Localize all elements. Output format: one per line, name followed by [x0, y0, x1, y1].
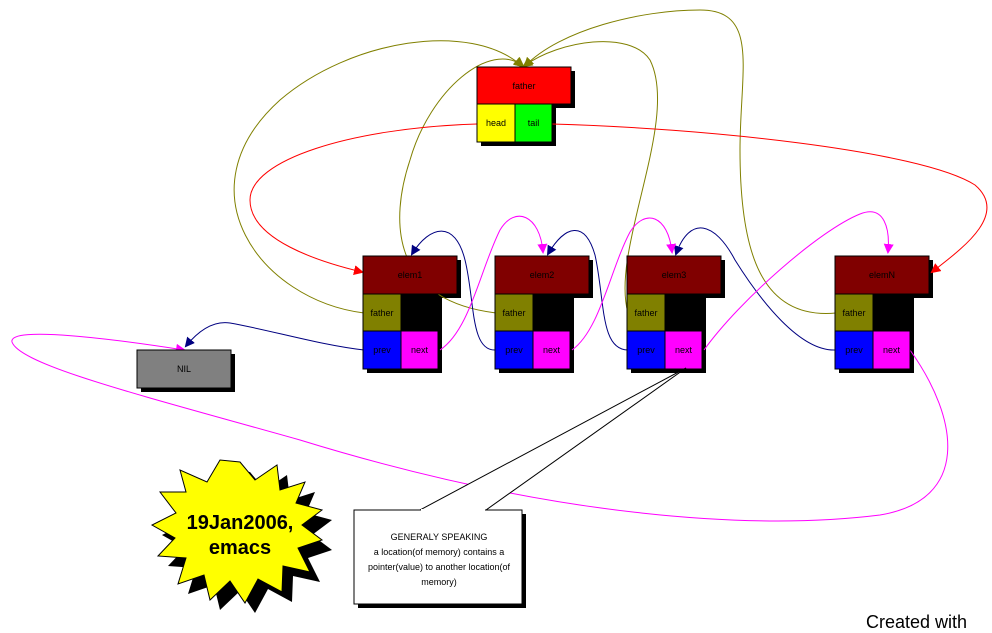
header-head-cell	[476, 103, 516, 143]
father-arrow-elemN	[523, 9, 837, 314]
elem2-prev-label: prev	[505, 345, 523, 355]
elem3-father-cell	[626, 293, 666, 332]
nil-box	[136, 349, 232, 389]
elemN-next-cell	[872, 330, 911, 370]
next-arrow-elem2	[571, 217, 677, 351]
elem2-next-label: next	[542, 345, 560, 355]
elemN-father-label: father	[842, 307, 866, 318]
callout-text: GENERALY SPEAKING a location(of memory) …	[356, 530, 522, 590]
next-arrow-elem1	[439, 215, 548, 351]
elem1-father-cell	[362, 293, 402, 332]
callout-pointer	[419, 367, 687, 511]
elem2-next-cell	[532, 330, 571, 370]
head-tail-arrows	[249, 123, 988, 276]
next-arrow-elemN	[11, 333, 949, 522]
elemN-prev-cell	[834, 330, 874, 370]
elemN-prev-label: prev	[845, 345, 863, 355]
elemN-label: elemN	[868, 270, 895, 280]
header-head-label: head	[485, 118, 507, 128]
next-arrow-elem3	[703, 211, 894, 351]
header-father-cell	[476, 66, 572, 105]
callout-box	[353, 509, 523, 605]
prev-arrows	[184, 227, 837, 351]
elem3-label-cell	[626, 255, 722, 295]
elem3-father-label: father	[634, 307, 658, 318]
prev-arrow-elemN	[674, 227, 837, 351]
elem1-prev-label: prev	[373, 345, 391, 355]
elemN-next-label: next	[882, 345, 900, 355]
father-arrow-elem3	[522, 41, 659, 314]
tail-arrow	[551, 123, 988, 274]
credit-text: Created with	[866, 612, 968, 632]
elem2-father-label: father	[502, 307, 526, 318]
elem3-next-label: next	[674, 345, 692, 355]
elem1-next-cell	[400, 330, 439, 370]
next-arrows	[11, 211, 949, 522]
elemN-label-cell	[834, 255, 930, 295]
header-father-label: father	[512, 80, 536, 91]
badge-line2: emacs	[208, 537, 272, 559]
elem3-next-cell	[664, 330, 703, 370]
elem1-prev-cell	[362, 330, 402, 370]
badge-star	[150, 459, 324, 604]
header-tail-cell	[514, 103, 553, 143]
elem1-label: elem1	[397, 270, 423, 280]
callout-body: a location(of memory) contains a pointer…	[367, 547, 511, 587]
prev-arrow-elem2	[410, 230, 497, 351]
elem1-next-label: next	[410, 345, 428, 355]
prev-arrow-elem3	[546, 230, 629, 351]
elem3-prev-label: prev	[637, 345, 655, 355]
elem3-label: elem3	[661, 270, 687, 280]
elem2-label: elem2	[529, 270, 555, 280]
badge-line1: 19Jan2006,	[186, 512, 294, 534]
elem1-label-cell	[362, 255, 458, 295]
father-arrow-elem1	[233, 40, 524, 314]
nil-label: NIL	[176, 364, 191, 374]
prev-arrow-elem1	[184, 322, 365, 351]
header-tail-label: tail	[527, 118, 540, 128]
callout-title: GENERALY SPEAKING	[390, 532, 488, 542]
elem2-label-cell	[494, 255, 590, 295]
elem2-prev-cell	[494, 330, 534, 370]
elem3-prev-cell	[626, 330, 666, 370]
elem1-father-label: father	[370, 307, 394, 318]
badge-text: 19Jan2006, emacs	[170, 511, 310, 561]
head-arrow	[249, 123, 478, 276]
